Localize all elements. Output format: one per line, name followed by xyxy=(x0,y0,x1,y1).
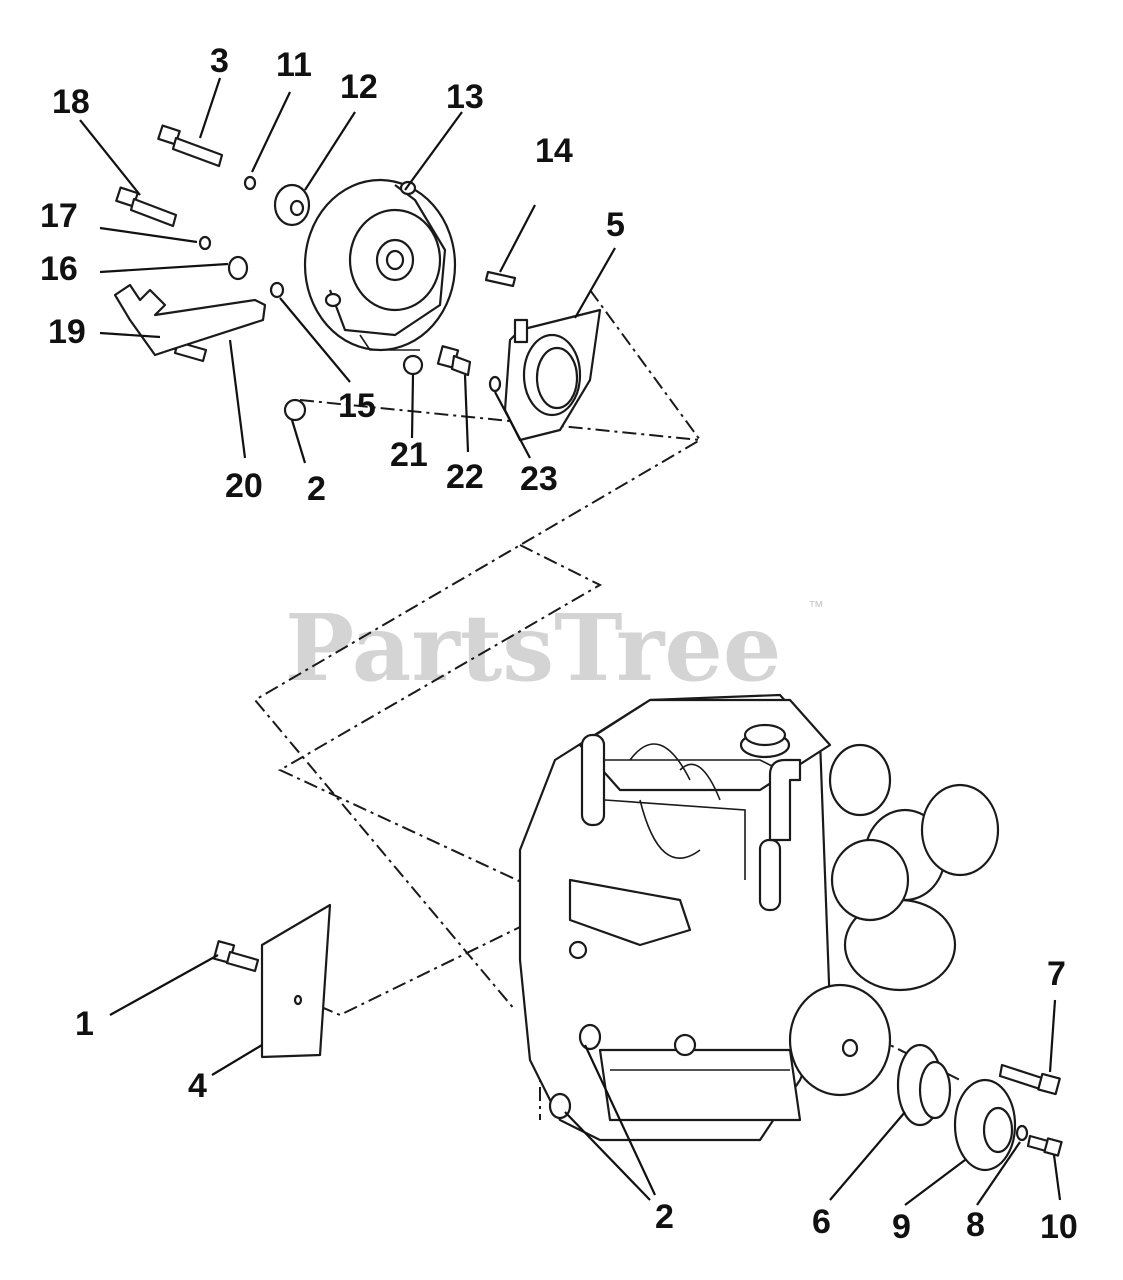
callout-11: 11 xyxy=(276,46,312,84)
callout-16: 16 xyxy=(40,250,78,288)
callout-8: 8 xyxy=(966,1206,985,1244)
callout-17: 17 xyxy=(40,197,78,235)
electric-clutch xyxy=(303,178,457,352)
callout-23: 23 xyxy=(520,460,558,498)
callout-13: 13 xyxy=(446,78,484,116)
callout-labels: 3 11 12 13 14 5 18 17 16 19 15 20 2 21 2… xyxy=(40,42,1078,1246)
spacer-16 xyxy=(227,255,249,281)
adapter-plate-5 xyxy=(503,308,602,442)
leader-lines xyxy=(79,77,1062,1206)
bolt-1 xyxy=(212,940,260,973)
callout-4: 4 xyxy=(188,1067,207,1105)
bolt-7 xyxy=(998,1063,1061,1096)
key-14 xyxy=(484,270,517,288)
callout-7: 7 xyxy=(1047,955,1066,993)
callout-3: 3 xyxy=(210,42,229,80)
pulley-9 xyxy=(953,1078,1017,1172)
washer-17 xyxy=(198,235,212,251)
callout-12: 12 xyxy=(340,68,378,106)
callout-9: 9 xyxy=(892,1208,911,1246)
bolt-22 xyxy=(436,345,472,377)
callout-1: 1 xyxy=(75,1005,94,1043)
shield-4 xyxy=(260,903,332,1059)
callout-22: 22 xyxy=(446,458,484,496)
washer-23 xyxy=(488,375,502,393)
callout-2-top: 2 xyxy=(307,470,326,508)
nut-2 xyxy=(578,1023,602,1051)
bolt-10 xyxy=(1026,1134,1063,1157)
bolt-18 xyxy=(115,186,178,228)
callout-6: 6 xyxy=(812,1203,831,1241)
callout-18: 18 xyxy=(52,83,90,121)
engine-block xyxy=(518,693,1000,1142)
watermark-trademark: ™ xyxy=(808,599,824,616)
callout-15: 15 xyxy=(338,387,376,425)
washer-8 xyxy=(1015,1124,1029,1142)
bolt-3 xyxy=(157,124,224,168)
nut-21 xyxy=(402,354,424,376)
callout-19: 19 xyxy=(48,313,86,351)
callout-5: 5 xyxy=(606,206,625,244)
watermark-text: PartsTree xyxy=(285,594,781,702)
nut-2-top xyxy=(283,398,307,422)
callout-2-bottom: 2 xyxy=(655,1198,674,1236)
hub-6 xyxy=(896,1043,952,1127)
callout-21: 21 xyxy=(390,436,428,474)
bracket-20 xyxy=(113,283,267,357)
callout-10: 10 xyxy=(1040,1208,1078,1246)
callout-20: 20 xyxy=(225,467,263,505)
cooling-fan xyxy=(828,743,1000,992)
spacer-15 xyxy=(269,281,285,299)
washer-11 xyxy=(243,175,257,191)
callout-14: 14 xyxy=(535,132,573,170)
